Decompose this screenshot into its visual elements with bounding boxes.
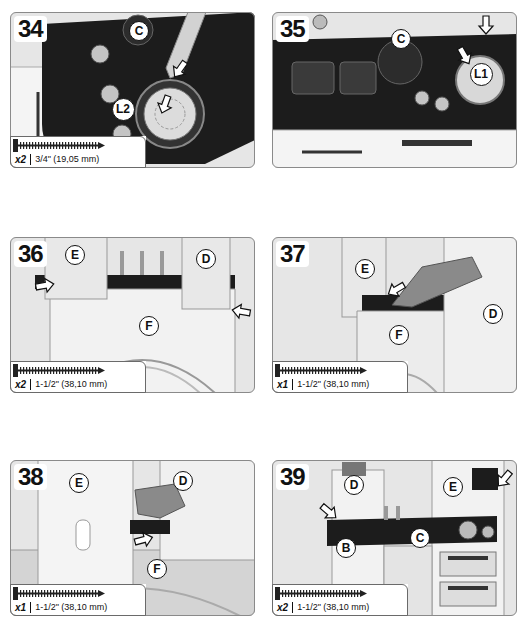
step-39-art <box>272 460 517 616</box>
screw-spec: x2 3/4" (19,05 mm) <box>15 154 99 165</box>
step-number: 36 <box>14 241 47 267</box>
step-36-art <box>10 237 255 393</box>
part-letter: E <box>65 245 85 265</box>
screw-length: 1-1/2" (38,10 mm) <box>297 603 369 613</box>
screw-length: 1-1/2" (38,10 mm) <box>297 380 369 390</box>
screw-length: 1-1/2" (38,10 mm) <box>35 603 107 613</box>
part-letter-text: D <box>350 479 359 491</box>
part-letter-text: F <box>395 329 402 341</box>
screw-quantity: x2 <box>277 602 293 613</box>
screw-spec: x2 1-1/2" (38,10 mm) <box>277 602 369 613</box>
screw-quantity: x1 <box>277 379 293 390</box>
part-letter-text: D <box>202 253 211 265</box>
part-letter: F <box>147 559 167 579</box>
part-letter: L1 <box>470 63 493 86</box>
step-37-art <box>272 237 517 393</box>
step-panel: 38E D Fx1 1-1/2" (38,10 mm) <box>10 460 255 616</box>
step-number: 39 <box>276 464 309 490</box>
step-number: 34 <box>14 16 47 42</box>
screw-callout: x1 1-1/2" (38,10 mm) <box>272 361 408 393</box>
step-number: 38 <box>14 464 47 490</box>
screw-spec: x1 1-1/2" (38,10 mm) <box>277 379 369 390</box>
step-panel: 39D E C Bx2 1-1/2" (38,10 mm) <box>272 460 517 616</box>
screw-spec: x2 1-1/2" (38,10 mm) <box>15 379 107 390</box>
step-panel: 36 E D Fx2 1-1/2" (38,10 mm) <box>10 237 255 393</box>
part-letter: B <box>336 538 356 558</box>
part-letter-text: E <box>361 263 369 275</box>
part-letter: F <box>389 325 409 345</box>
part-letter-text: E <box>71 249 79 261</box>
screw-quantity: x1 <box>15 602 31 613</box>
part-letter-text: C <box>135 25 144 37</box>
part-letter: D <box>483 304 503 324</box>
part-letter-text: D <box>489 308 498 320</box>
step-number: 35 <box>276 16 309 42</box>
part-letter: C <box>410 528 430 548</box>
screw-quantity: x2 <box>15 379 31 390</box>
part-letter: D <box>344 475 364 495</box>
part-letter-text: B <box>342 542 351 554</box>
screw-callout: x1 1-1/2" (38,10 mm) <box>10 584 146 616</box>
part-letter-text: C <box>416 532 425 544</box>
part-letter: C <box>391 29 411 49</box>
screw-callout: x2 1-1/2" (38,10 mm) <box>272 584 408 616</box>
part-letter: C <box>129 21 149 41</box>
screw-callout: x2 3/4" (19,05 mm) <box>10 136 146 168</box>
part-letter: F <box>139 316 159 336</box>
part-letter: E <box>355 259 375 279</box>
part-letter-text: L1 <box>474 68 488 80</box>
part-letter-text: F <box>145 320 152 332</box>
screw-quantity: x2 <box>15 154 31 165</box>
part-letter: E <box>443 477 463 497</box>
part-letter: E <box>69 473 89 493</box>
part-letter: L2 <box>112 98 135 121</box>
part-letter: D <box>173 471 193 491</box>
part-letter-text: C <box>397 33 406 45</box>
screw-callout: x2 1-1/2" (38,10 mm) <box>10 361 146 393</box>
step-panel: 37E D Fx1 1-1/2" (38,10 mm) <box>272 237 517 393</box>
step-number: 37 <box>276 241 309 267</box>
part-letter-text: E <box>449 481 457 493</box>
step-panel: 34 C L2 x2 3/4" (19,05 mm) <box>10 12 255 168</box>
screw-length: 1-1/2" (38,10 mm) <box>35 380 107 390</box>
step-35-art <box>272 12 517 168</box>
part-letter-text: D <box>179 475 188 487</box>
step-panel: 35C L1 <box>272 12 517 168</box>
part-letter-text: L2 <box>116 103 130 115</box>
part-letter: D <box>196 249 216 269</box>
screw-length: 3/4" (19,05 mm) <box>35 155 99 165</box>
step-34-art <box>10 12 255 168</box>
step-38-art <box>10 460 255 616</box>
part-letter-text: E <box>75 477 83 489</box>
part-letter-text: F <box>153 563 160 575</box>
screw-spec: x1 1-1/2" (38,10 mm) <box>15 602 107 613</box>
